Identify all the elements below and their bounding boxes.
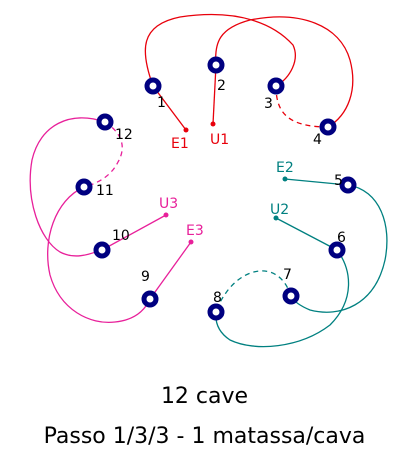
terminal-E3-label: E3 [186, 223, 204, 239]
slot-11 [75, 178, 93, 196]
slot-4-number: 4 [313, 132, 322, 148]
terminal-E2-dot [282, 176, 288, 182]
terminal-U1-label: U1 [210, 132, 229, 148]
coil-11-9 [47, 186, 151, 324]
slot-9-number: 9 [141, 269, 150, 285]
slot-6-number: 6 [337, 230, 346, 246]
lead-U3-to-slot-10 [101, 214, 167, 251]
slot-6 [328, 241, 346, 259]
terminal-U3-dot [163, 212, 169, 218]
slot-12-number: 12 [115, 127, 133, 143]
slot-8 [207, 303, 225, 321]
terminal-E1-label: E1 [171, 136, 189, 152]
slot-3 [267, 77, 285, 95]
terminal-U2-label: U2 [270, 202, 289, 218]
phase-1-winding [144, 13, 354, 131]
coil-7-8-back [215, 270, 292, 313]
diagram-subtitle: Passo 1/3/3 - 1 matassa/cava [43, 424, 366, 449]
slot-1-number: 1 [157, 95, 166, 111]
lead-E1-to-slot-1 [152, 85, 187, 131]
phase-2-winding [215, 178, 388, 348]
slot-5-number: 5 [334, 173, 343, 189]
coil-3-4-back [275, 85, 329, 128]
terminal-U2-dot [273, 215, 279, 221]
slot-3-number: 3 [264, 96, 273, 112]
slot-5 [339, 176, 357, 194]
slot-10 [93, 241, 111, 259]
lead-U2-to-slot-6 [275, 217, 338, 251]
terminal-U3-label: U3 [159, 196, 178, 212]
slot-12 [96, 113, 114, 131]
coil-6-8 [215, 249, 350, 348]
winding-diagram: E1 U1 E2 U2 U3 E3 1 2 3 4 5 6 7 8 9 10 1… [29, 13, 388, 348]
lead-E2-to-slot-5 [284, 178, 349, 186]
slot-8-number: 8 [213, 290, 222, 306]
lead-E3-to-slot-9 [149, 241, 192, 300]
lead-U1-to-slot-2 [212, 64, 217, 125]
coil-2-4 [215, 16, 354, 128]
coil-1-3 [144, 13, 296, 87]
slot-9 [141, 290, 159, 308]
slot-7 [282, 287, 300, 305]
terminal-U1-dot [210, 121, 216, 127]
slot-2-number: 2 [217, 78, 226, 94]
slot-1 [144, 77, 162, 95]
coil-12-11-back [83, 121, 123, 188]
terminal-E1-dot [183, 127, 189, 133]
terminal-E2-label: E2 [276, 160, 294, 176]
terminal-E3-dot [188, 239, 194, 245]
diagram-title: 12 cave [160, 384, 249, 409]
slot-4 [319, 118, 337, 136]
slot-7-number: 7 [283, 267, 292, 283]
slot-2 [207, 56, 225, 74]
coil-5-7 [290, 184, 388, 313]
coil-12-10 [29, 117, 106, 257]
phase-3-winding [29, 117, 192, 324]
slot-10-number: 10 [112, 228, 130, 244]
slot-11-number: 11 [96, 183, 114, 199]
